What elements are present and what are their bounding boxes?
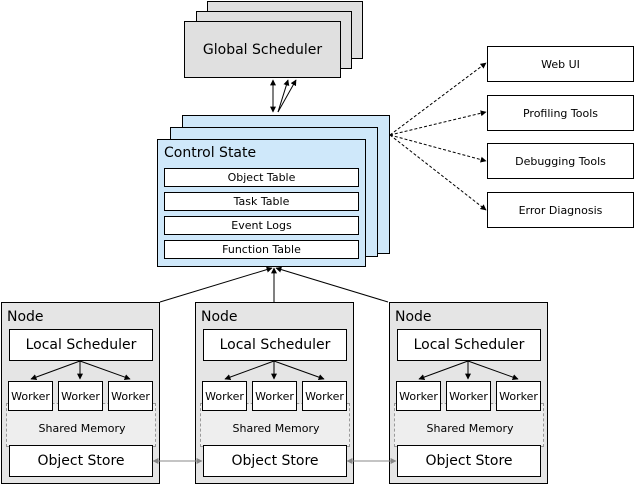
event-logs: Event Logs (164, 216, 359, 235)
gs-cs-arrows (270, 79, 297, 113)
object-store: Object Store (203, 445, 347, 477)
shared-memory-label: Shared Memory (232, 421, 320, 435)
node-3: Node Local Scheduler Shared Memory Worke… (389, 302, 548, 484)
task-table: Task Table (164, 192, 359, 211)
web-ui-box: Web UI (487, 46, 634, 82)
worker-box: Worker (58, 381, 103, 411)
node-1: Node Local Scheduler Shared Memory Worke… (1, 302, 160, 484)
local-scheduler: Local Scheduler (9, 329, 153, 361)
function-table: Function Table (164, 240, 359, 259)
object-store: Object Store (397, 445, 541, 477)
profiling-tools-box: Profiling Tools (487, 95, 634, 131)
global-scheduler: Global Scheduler (184, 21, 341, 78)
debugging-tools-box: Debugging Tools (487, 143, 634, 179)
worker-box: Worker (302, 381, 347, 411)
shared-memory-label: Shared Memory (38, 421, 126, 435)
worker-box: Worker (202, 381, 247, 411)
node-title: Node (201, 309, 238, 325)
shared-memory-label: Shared Memory (426, 421, 514, 435)
control-state-title: Control State (164, 145, 257, 161)
tool-arrows (389, 62, 487, 211)
local-scheduler: Local Scheduler (203, 329, 347, 361)
worker-box: Worker (252, 381, 297, 411)
object-store: Object Store (9, 445, 153, 477)
global-scheduler-label: Global Scheduler (202, 41, 323, 58)
worker-box: Worker (8, 381, 53, 411)
worker-box: Worker (108, 381, 153, 411)
node-title: Node (7, 309, 44, 325)
object-table: Object Table (164, 168, 359, 187)
node-cs-arrows (159, 266, 389, 303)
control-state: Control State Object Table Task Table Ev… (157, 139, 366, 267)
node-2: Node Local Scheduler Shared Memory Worke… (195, 302, 354, 484)
worker-box: Worker (496, 381, 541, 411)
worker-box: Worker (446, 381, 491, 411)
worker-box: Worker (396, 381, 441, 411)
ls-worker-arrows-overlay (30, 360, 519, 380)
error-diagnosis-box: Error Diagnosis (487, 192, 634, 228)
node-title: Node (395, 309, 432, 325)
local-scheduler: Local Scheduler (397, 329, 541, 361)
